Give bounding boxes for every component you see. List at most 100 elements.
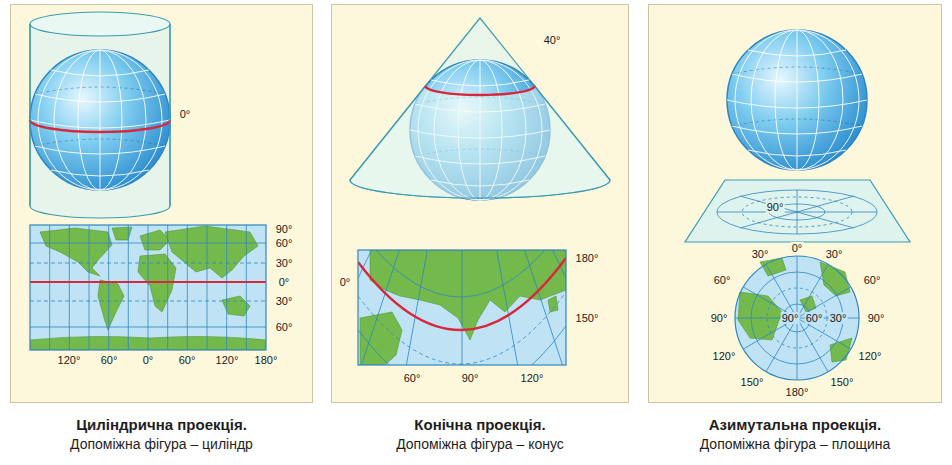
plane-part-part bbox=[717, 190, 877, 234]
degree-label: 40° bbox=[543, 34, 562, 46]
conic-map-part-part bbox=[358, 250, 566, 365]
conic-map-part-part-part bbox=[358, 292, 566, 364]
world-map-part-part-part bbox=[167, 225, 168, 350]
degree-label: 0° bbox=[142, 354, 155, 366]
cone-front bbox=[350, 86, 610, 198]
degree-label: 30° bbox=[275, 295, 294, 307]
polar-map-part bbox=[738, 258, 852, 362]
world-map-part bbox=[30, 225, 266, 350]
polar-map-part-part bbox=[830, 338, 852, 362]
degree-label: 120° bbox=[858, 350, 883, 362]
polar-map-part bbox=[735, 256, 859, 380]
degree-label: 0° bbox=[791, 242, 804, 254]
degree-label: 60° bbox=[403, 372, 422, 384]
degree-label: 60° bbox=[100, 354, 119, 366]
world-map-part-part-part bbox=[246, 225, 247, 350]
degree-label: 90° bbox=[461, 372, 480, 384]
conic-map bbox=[300, 60, 624, 400]
degree-label: 150° bbox=[740, 376, 765, 388]
world-map-part-part-part bbox=[112, 227, 132, 240]
conic-map-part-part-part bbox=[548, 296, 558, 312]
world-map-part-part bbox=[30, 281, 266, 283]
degree-label: 0° bbox=[278, 276, 291, 288]
degree-label: 120° bbox=[215, 354, 240, 366]
conic-map-part-part bbox=[358, 258, 566, 330]
degree-label: 90° bbox=[766, 201, 785, 213]
polar-map bbox=[735, 256, 859, 380]
conic-map-part bbox=[358, 250, 566, 365]
conic-map-part-part-part bbox=[462, 250, 463, 365]
plane-part-part bbox=[740, 196, 854, 228]
cylinder-part bbox=[30, 12, 170, 36]
world-map-part-part-part bbox=[69, 225, 70, 350]
world-map-part-part-part bbox=[30, 263, 266, 264]
degree-label: 90° bbox=[781, 312, 800, 324]
equator-line bbox=[30, 120, 170, 132]
world-map-part-part-part bbox=[128, 225, 129, 350]
degree-label: 90° bbox=[275, 223, 294, 235]
plane bbox=[685, 180, 910, 242]
world-map-part-part-part bbox=[226, 225, 227, 350]
cylinder-part bbox=[30, 24, 170, 218]
polar-map-part-part bbox=[738, 292, 782, 340]
world-map-part bbox=[30, 225, 266, 350]
world-map-part-part-part bbox=[49, 225, 50, 350]
world-map-part-part bbox=[30, 225, 266, 350]
projection-panel: Циліндрична проекція.Допоміжна фігура – … bbox=[10, 4, 313, 458]
world-map-part-part-part bbox=[40, 228, 112, 276]
degree-label: 180° bbox=[785, 386, 810, 398]
degree-label: 0° bbox=[339, 276, 352, 288]
world-map-part-part-part bbox=[30, 327, 266, 328]
degree-label: 60° bbox=[275, 321, 294, 333]
polar-map-part bbox=[735, 256, 859, 380]
cone bbox=[350, 18, 610, 198]
panel-ground-part bbox=[649, 5, 942, 403]
degree-label: 60° bbox=[178, 354, 197, 366]
panel-ground-part bbox=[11, 5, 313, 403]
degree-label: 150° bbox=[575, 312, 600, 324]
world-map bbox=[30, 225, 266, 350]
degree-label: 90° bbox=[867, 312, 886, 324]
globe bbox=[30, 50, 170, 190]
globe bbox=[727, 30, 867, 170]
world-map-part-part-part bbox=[108, 225, 109, 350]
degree-label: 0° bbox=[179, 108, 192, 120]
parallel-line bbox=[425, 86, 534, 95]
world-map-part-part-part bbox=[222, 296, 250, 316]
caption-title: Азимутальна проекція. bbox=[709, 415, 882, 435]
degree-label: 150° bbox=[830, 376, 855, 388]
panel-ground-part bbox=[332, 5, 629, 403]
caption-text: Допоміжна фігура – циліндр bbox=[70, 435, 253, 454]
caption-text: Допоміжна фігура – площина bbox=[700, 435, 891, 454]
conic-map-part-part-part bbox=[358, 250, 566, 297]
world-map-part-part bbox=[30, 226, 266, 350]
panel-ground bbox=[11, 5, 942, 403]
degree-label: 180° bbox=[254, 354, 279, 366]
polar-map-part bbox=[735, 256, 859, 380]
degree-label: 60° bbox=[713, 274, 732, 286]
caption-text: Допоміжна фігура – конус bbox=[396, 435, 564, 454]
cylinder-front-part bbox=[29, 24, 30, 206]
world-map-part-part-part bbox=[187, 225, 188, 350]
plane-part-part bbox=[740, 196, 854, 228]
degree-label: 120° bbox=[712, 350, 737, 362]
caption-title: Конічна проекція. bbox=[414, 415, 545, 435]
degree-label: 120° bbox=[520, 372, 545, 384]
conic-map-part-part-part bbox=[358, 326, 566, 365]
cylinder-front-part bbox=[169, 24, 170, 206]
world-map-part bbox=[30, 225, 266, 350]
conic-map-part-part-part bbox=[400, 250, 462, 365]
plane-part bbox=[717, 190, 877, 234]
world-map-part-part-part bbox=[30, 301, 266, 302]
degree-label: 90° bbox=[710, 312, 729, 324]
plane-part bbox=[685, 180, 910, 242]
degree-label: 60° bbox=[805, 312, 824, 324]
world-map-part-part-part bbox=[148, 225, 149, 350]
degree-label: 180° bbox=[575, 252, 600, 264]
world-map-part-part-part bbox=[30, 243, 266, 244]
world-map-part-part-part bbox=[98, 280, 124, 330]
conic-map-part bbox=[358, 250, 566, 365]
conic-map-part-part bbox=[360, 250, 566, 365]
conic-map-part-part-part bbox=[462, 250, 524, 365]
polar-map-part-part bbox=[743, 287, 850, 349]
